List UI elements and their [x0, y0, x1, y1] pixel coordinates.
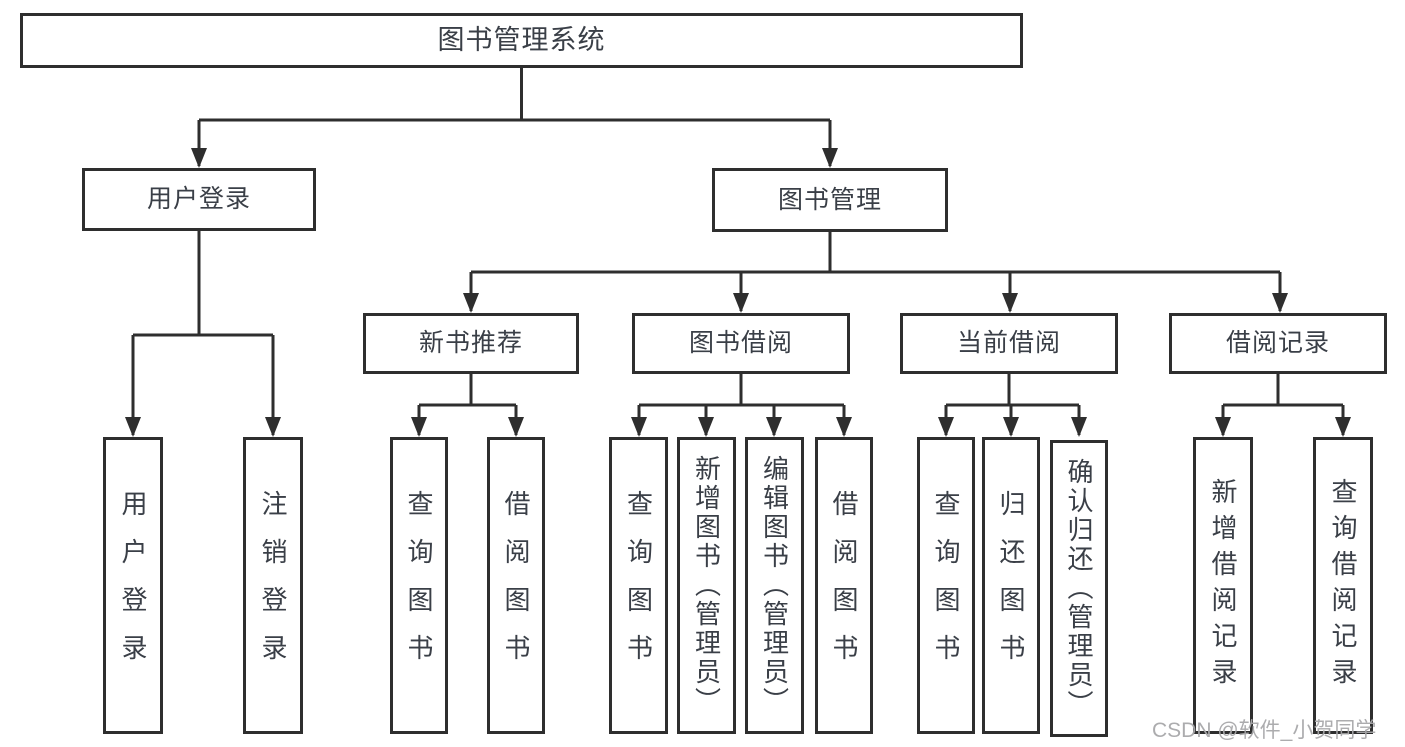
node-br-add-borrow-record: 新增借阅记录: [1193, 437, 1253, 734]
node-bb-query-books: 查询图书: [609, 437, 668, 734]
node-cb-confirm-return-admin: 确认归还（管理员）: [1050, 440, 1108, 737]
node-cb-return-books: 归还图书: [982, 437, 1040, 734]
node-new-book-recommendation: 新书推荐: [363, 313, 579, 374]
node-user-login: 用户登录: [103, 437, 163, 734]
node-logout: 注销登录: [243, 437, 303, 734]
node-bb-add-books-admin: 新增图书（管理员）: [677, 437, 736, 734]
node-book-borrowing: 图书借阅: [632, 313, 850, 374]
node-nbr-borrow-books: 借阅图书: [487, 437, 545, 734]
node-current-borrowing: 当前借阅: [900, 313, 1118, 374]
node-book-management: 图书管理: [712, 168, 948, 232]
node-library-management-system: 图书管理系统: [20, 13, 1023, 68]
node-borrowing-records: 借阅记录: [1169, 313, 1387, 374]
node-bb-borrow-books: 借阅图书: [815, 437, 873, 734]
node-nbr-query-books: 查询图书: [390, 437, 448, 734]
node-bb-edit-books-admin: 编辑图书（管理员）: [745, 437, 804, 734]
node-user-login-group: 用户登录: [82, 168, 316, 231]
node-br-query-borrow-record: 查询借阅记录: [1313, 437, 1373, 734]
csdn-watermark: CSDN @软件_小贺同学: [1152, 719, 1377, 742]
node-cb-query-books: 查询图书: [917, 437, 975, 734]
